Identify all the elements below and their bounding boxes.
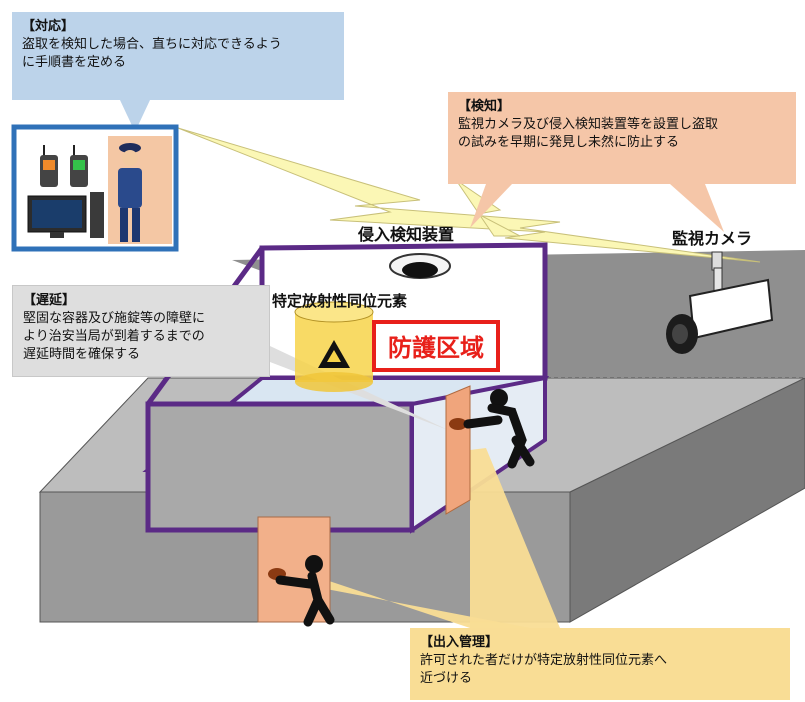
access-beam — [470, 448, 560, 628]
callout-delay-title: 【遅延】 — [23, 293, 76, 308]
callout-access: 【出入管理】 許可された者だけが特定放射性同位元素へ 近づける — [410, 628, 790, 700]
response-panel — [11, 124, 179, 252]
isotope-label: 特定放射性同位元素 — [272, 292, 407, 310]
intruder-icon — [463, 389, 535, 469]
callout-access-body: 許可された者だけが特定放射性同位元素へ 近づける — [420, 653, 668, 686]
radio-icon — [40, 145, 88, 187]
inner-door — [445, 385, 471, 515]
detection-tail-2 — [470, 184, 512, 228]
camera-label: 監視カメラ — [672, 229, 752, 248]
callout-response-body: 盗取を検知した場合、直ちに対応できるよう に手順書を定める — [22, 37, 282, 70]
detection-tail — [670, 184, 724, 232]
callout-detection-title: 【検知】 — [458, 99, 511, 114]
callout-response-title: 【対応】 — [22, 19, 75, 34]
protected-area-badge: 防護区域 — [372, 320, 500, 372]
callout-delay-body: 堅固な容器及び施錠等の障壁に より治安当局が到着するまでの 遅延時間を確保する — [23, 311, 206, 362]
protected-area-label: 防護区域 — [388, 334, 484, 362]
callout-detection: 【検知】 監視カメラ及び侵入検知装置等を設置し盗取 の試みを早期に発見し未然に防… — [448, 92, 796, 184]
callout-access-title: 【出入管理】 — [420, 635, 499, 650]
guard-icon — [118, 143, 142, 242]
detector-icon — [389, 253, 451, 279]
response-tail — [120, 100, 150, 132]
isotope-drum — [294, 301, 374, 392]
callout-delay: 【遅延】 堅固な容器及び施錠等の障壁に より治安当局が到着するまでの 遅延時間を… — [12, 285, 270, 377]
camera-icon — [666, 251, 774, 354]
callout-response: 【対応】 盗取を検知した場合、直ちに対応できるよう に手順書を定める — [12, 12, 344, 100]
callout-detection-body: 監視カメラ及び侵入検知装置等を設置し盗取 の試みを早期に発見し未然に防止する — [458, 117, 719, 150]
intruder-icon — [275, 555, 335, 627]
monitor-icon — [27, 192, 104, 238]
intrusion-detector-label: 侵入検知装置 — [357, 225, 454, 244]
